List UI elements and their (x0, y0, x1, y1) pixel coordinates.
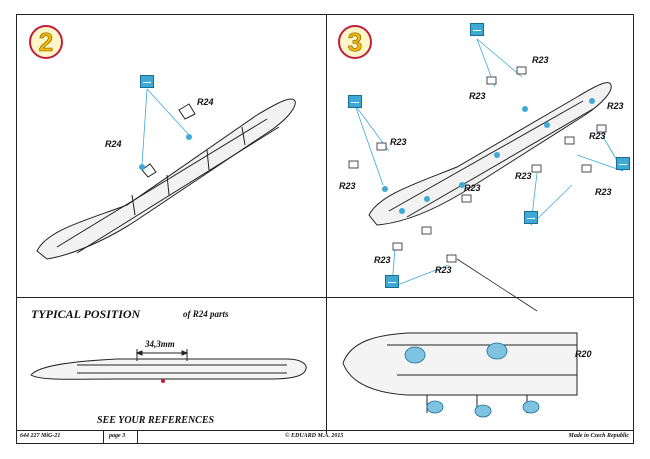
part-label-r23: R23 (374, 255, 391, 265)
pylon-drawing-step2 (36, 98, 296, 260)
part-tag-icon (385, 275, 399, 288)
r20-detail-drawing (342, 332, 578, 413)
made-in-label: Made in Czech Republic (568, 433, 629, 439)
part-label-r23: R23 (607, 101, 624, 111)
part-tag-icon (524, 211, 538, 224)
part-label-r24: R24 (105, 139, 122, 149)
part-label-r23: R23 (435, 265, 452, 275)
panel-divider-vertical-lower (326, 297, 327, 433)
part-label-r20: R20 (575, 349, 592, 359)
glue-points-step3 (382, 98, 595, 214)
panel-divider-horizontal (17, 297, 633, 298)
step-2-number: 2 (38, 26, 54, 57)
kit-code: 644 227 MiG-21 (20, 433, 61, 439)
see-references-note: SEE YOUR REFERENCES (97, 415, 215, 426)
part-tag-icon (348, 95, 362, 108)
r20-blue-parts (404, 342, 540, 418)
assembly-drawings (30, 38, 624, 418)
part-tag-icon (140, 75, 154, 88)
page-footer: 644 227 MiG-21 page 3 © EDUARD M.A. 2015… (17, 430, 633, 443)
part-label-r23: R23 (515, 171, 532, 181)
panel-divider-vertical (326, 15, 327, 297)
part-label-r23: R23 (589, 131, 606, 141)
footer-divider (103, 431, 104, 443)
small-parts-step3 (348, 66, 607, 263)
instruction-page-frame: 2 3 R24 R24 R23 R23 R23 R23 R23 R23 R23 … (16, 14, 634, 444)
part-label-r24: R24 (197, 97, 214, 107)
typical-position-subtitle: of R24 parts (183, 309, 229, 319)
detail-leader-line (456, 258, 538, 312)
step-3-number: 3 (347, 26, 363, 57)
part-tag-icon (616, 157, 630, 170)
step-2-badge: 2 (29, 25, 63, 59)
pylon-drawing-step3 (368, 82, 612, 226)
footer-divider (137, 431, 138, 443)
part-label-r23: R23 (595, 187, 612, 197)
typical-position-title: TYPICAL POSITION (31, 307, 141, 321)
part-label-r23: R23 (532, 55, 549, 65)
typical-position-marker (161, 379, 165, 383)
typical-position-drawing (30, 349, 307, 380)
part-label-r23: R23 (339, 181, 356, 191)
part-label-r23: R23 (464, 183, 481, 193)
leader-lines-step2 (141, 88, 190, 166)
part-tag-icon (470, 23, 484, 36)
dimension-label: 34,3mm (145, 339, 175, 349)
copyright: © EDUARD M.A. 2015 (285, 433, 344, 439)
part-label-r23: R23 (469, 91, 486, 101)
glue-points-step2 (139, 134, 192, 170)
part-label-r23: R23 (390, 137, 407, 147)
page-number: page 3 (109, 433, 126, 439)
step-3-badge: 3 (338, 25, 372, 59)
